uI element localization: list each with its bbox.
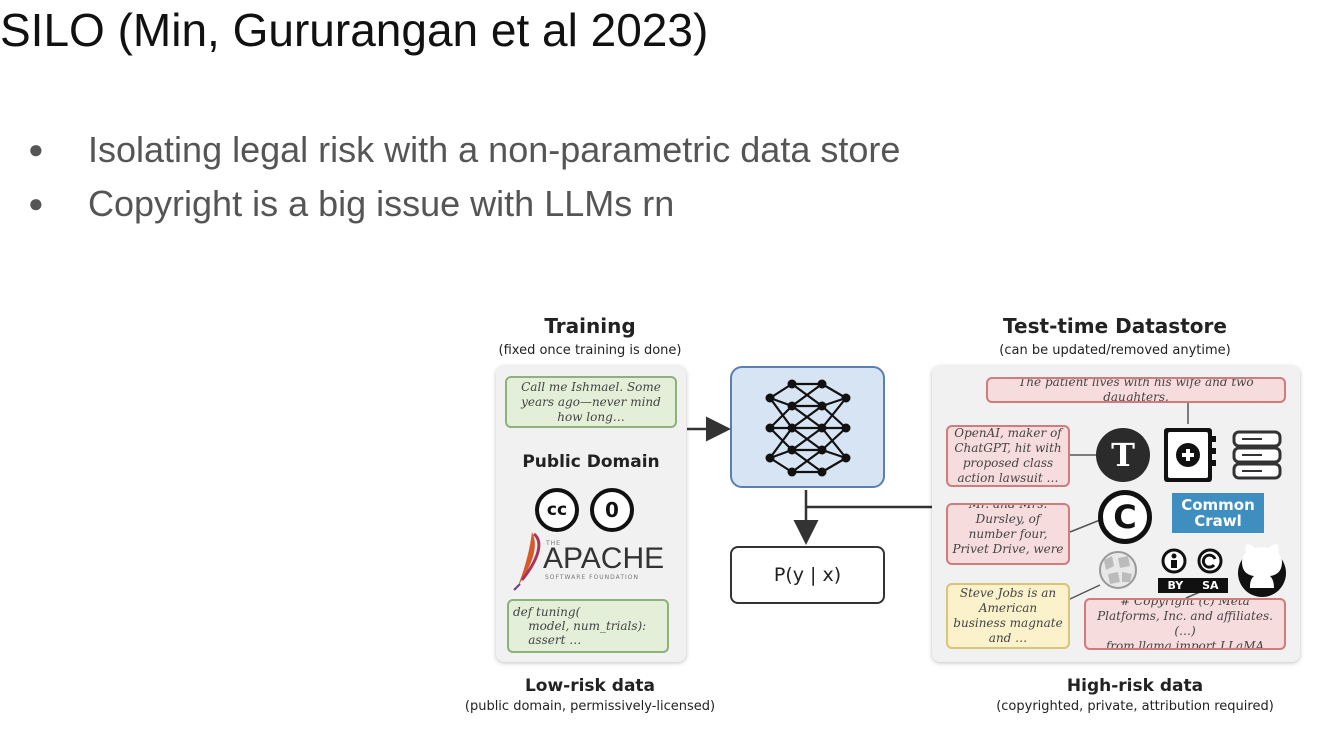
note-wikipedia-jobs: Steve Jobs is an American business magna… bbox=[946, 583, 1070, 649]
bullet-item: ● Isolating legal risk with a non-paramet… bbox=[28, 128, 900, 174]
training-subtitle: (fixed once training is done) bbox=[498, 343, 682, 358]
datastore-subtitle: (can be updated/removed anytime) bbox=[999, 343, 1231, 358]
bullet-text: Isolating legal risk with a non-parametr… bbox=[88, 129, 901, 170]
note-moby-dick: Call me Ishmael. Some years ago—never mi… bbox=[505, 376, 677, 428]
bullet-item: ● Copyright is a big issue with LLMs rn bbox=[28, 182, 674, 228]
apache-subtext: SOFTWARE FOUNDATION bbox=[545, 574, 639, 581]
apache-logo-text: APACHE bbox=[543, 542, 665, 575]
note-openai-news: OpenAI, maker of ChatGPT, hit with propo… bbox=[946, 425, 1070, 487]
datastore-title: Test-time Datastore bbox=[1003, 314, 1227, 338]
note-llama-code: # Copyright (c) Meta Platforms, Inc. and… bbox=[1084, 598, 1286, 650]
note-code-snippet: def tuning( model, num_trials): assert … bbox=[507, 599, 669, 653]
note-harry-potter: Mr. and Mrs. Dursley, of number four, Pr… bbox=[946, 503, 1070, 565]
cc-by-sa-badge: BY SA bbox=[1158, 578, 1228, 593]
public-domain-label: Public Domain bbox=[522, 452, 660, 472]
copyright-icon: C bbox=[1098, 490, 1152, 544]
bullet-dot-icon: ● bbox=[28, 188, 44, 219]
training-title: Training bbox=[544, 314, 636, 338]
high-risk-subtitle: (copyrighted, private, attribution requi… bbox=[996, 699, 1274, 714]
bullet-dot-icon: ● bbox=[28, 134, 44, 165]
high-risk-title: High-risk data bbox=[1066, 676, 1204, 696]
apache-the: THE bbox=[546, 540, 561, 547]
note-patient-record: The patient lives with his wife and two … bbox=[986, 377, 1286, 403]
slide-title: SILO (Min, Gururangan et al 2023) bbox=[0, 4, 709, 56]
low-risk-subtitle: (public domain, permissively-licensed) bbox=[464, 699, 716, 714]
creative-commons-icon: cc bbox=[535, 488, 579, 532]
bullet-text: Copyright is a big issue with LLMs rn bbox=[88, 183, 675, 224]
sa-label: SA bbox=[1202, 579, 1219, 592]
by-label: BY bbox=[1167, 579, 1184, 592]
nyt-logo-icon: T bbox=[1096, 428, 1150, 482]
low-risk-title: Low-risk data bbox=[524, 676, 656, 696]
common-crawl-logo: Common Crawl bbox=[1172, 493, 1264, 533]
output-probability-box: P(y | x) bbox=[730, 546, 885, 604]
cc-zero-icon: 0 bbox=[590, 488, 634, 532]
